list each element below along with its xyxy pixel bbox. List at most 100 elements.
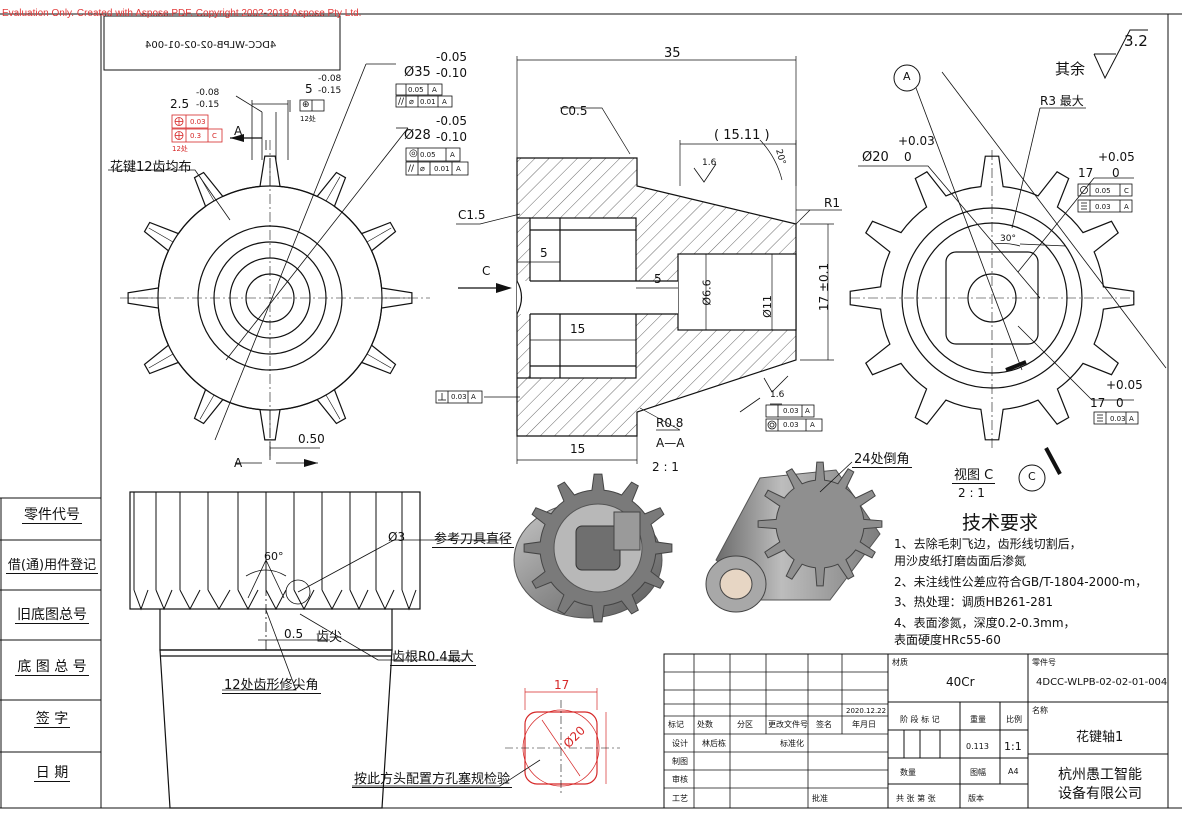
draw-label: 制图	[672, 757, 688, 766]
hdr-sign: 签名	[816, 720, 832, 729]
tooth-tip	[133, 589, 149, 611]
frame-0-05-b: 0.05	[420, 151, 436, 159]
design-label: 设计	[672, 739, 688, 748]
check-label: 审核	[672, 775, 688, 784]
tol-17-bot-upper: +0.05	[1106, 378, 1143, 392]
view-c-gear	[849, 155, 1135, 441]
model-front-key	[613, 511, 641, 551]
designer-name: 林后栋	[702, 739, 726, 748]
red-12-places: 12处	[172, 145, 188, 153]
dim-15-a: 15	[570, 322, 586, 336]
section-arrow-a-bottom	[304, 459, 318, 467]
frame-label: 图幅	[970, 768, 986, 777]
frame-sec-a-b: A	[810, 421, 815, 429]
hdr-mark: 标记	[668, 720, 684, 729]
roughness-1-6-a: 1.6	[702, 158, 717, 168]
scale-label: 比例	[1006, 715, 1022, 724]
frame-a-a: A	[432, 86, 437, 94]
side-label-base-total: 底 图 总 号	[15, 659, 89, 676]
frame-0-01-b: 0.01	[434, 165, 450, 173]
tooth-tip	[401, 589, 417, 611]
section-aa-title: A—A	[656, 436, 685, 450]
model-back-bore	[719, 568, 753, 600]
date-value: 2020.12.22	[846, 707, 887, 715]
frame-a-d: A	[456, 165, 461, 173]
version-label: 版本	[968, 794, 984, 803]
stage-label: 阶 段 标 记	[900, 715, 940, 724]
chamfer-c0-5: C0.5	[560, 104, 588, 118]
mirrored-title-box	[103, 15, 341, 71]
tech-line-3: 2、未注线性公差应符合GB/T-1804-2000-m，	[894, 575, 1148, 589]
dia-35-nominal: Ø35	[404, 65, 431, 80]
frames-left-red	[171, 114, 223, 143]
ref-tool-diameter: 参考刀具直径	[432, 528, 515, 548]
roughness-marks-section	[693, 163, 789, 413]
frame-0-01-a: 0.01	[420, 98, 436, 106]
side-label-borrowed: 借(通)用件登记	[5, 558, 99, 574]
weight-label: 重量	[970, 715, 986, 724]
datum-a-circle	[893, 64, 921, 92]
dia-6-6: Ø6.6	[700, 279, 714, 306]
dim-5-b: 5	[654, 272, 662, 286]
dim-0-5: 0.5	[284, 627, 304, 641]
tooth-line	[199, 394, 215, 420]
tol-5-upper: -0.08	[318, 74, 342, 84]
dia-28-lower: -0.10	[436, 130, 468, 144]
tech-line-6: 表面硬度HRc55-60	[894, 633, 1001, 647]
concentric-symbol: ◎	[409, 148, 418, 159]
gear-model-front	[513, 473, 673, 623]
tol-17-bot-nominal: 17	[1090, 396, 1106, 410]
scale-value: 1:1	[1004, 740, 1022, 753]
name-label: 名称	[1032, 706, 1048, 715]
tooth-line	[366, 227, 392, 243]
side-label-signature: 签 字	[33, 711, 71, 728]
tooth-line	[325, 394, 341, 420]
view-c-arrow-label: C	[482, 264, 491, 278]
view-c-title: 视图 C	[952, 464, 996, 484]
tooth-line	[325, 176, 341, 202]
frame-0-05-a: 0.05	[408, 86, 424, 94]
frame-vc-005: 0.05	[1095, 187, 1111, 195]
frame-a-c: A	[450, 151, 455, 159]
mirrored-part-number: 4DCC-WLPB-02-02-01-004	[145, 40, 277, 51]
dim-15-b: 15	[570, 442, 586, 456]
approve-label: 批准	[812, 794, 828, 803]
frame-sec-a-a: A	[805, 407, 810, 415]
position-symbol: ⊕	[302, 100, 310, 110]
dim-17-pm: 17 ±0.1	[817, 262, 832, 312]
tech-requirements-heading: 技术要求	[962, 512, 1039, 534]
hdr-zone: 分区	[737, 720, 753, 729]
frame-vc-a-b: A	[1129, 415, 1134, 423]
parallel-symbol: //	[398, 97, 405, 107]
gear-outline-c	[849, 155, 1135, 441]
tol-17-top-nominal: 17	[1078, 166, 1094, 180]
model-back-gear	[757, 461, 883, 587]
company-line-2: 设备有限公司	[1058, 786, 1142, 802]
side-label-part-code: 零件代号	[22, 507, 82, 524]
dia-35-upper: -0.05	[436, 50, 468, 64]
frame-sec-003-b: 0.03	[783, 421, 799, 429]
dim-15-11: ( 15.11 )	[714, 128, 770, 143]
dim-5-a: 5	[540, 246, 548, 260]
tooth-line	[148, 227, 174, 243]
bottom-side-view	[129, 491, 421, 809]
dim-35: 35	[664, 46, 681, 61]
tooth-tip	[375, 589, 395, 611]
section-aa	[516, 157, 797, 437]
inset-dim-17: 17	[554, 678, 570, 692]
small-12-places: 12处	[300, 115, 316, 123]
left-gear-centerlines	[120, 140, 430, 458]
chamfer-c1-5: C1.5	[458, 208, 486, 222]
dia-symbol-a: ⌀	[409, 97, 414, 106]
section-dims	[456, 56, 842, 464]
roughness-symbol	[1093, 29, 1148, 80]
material-label: 材质	[892, 658, 908, 667]
dia-20-nominal: Ø20	[862, 150, 889, 165]
parallel-symbol-b: //	[408, 164, 415, 174]
dia-35-lower: -0.10	[436, 66, 468, 80]
tol-17-top-upper: +0.05	[1098, 150, 1135, 164]
frame-a-b: A	[442, 98, 447, 106]
datum-c-circle	[1018, 464, 1046, 492]
section-aa-scale: 2 : 1	[652, 460, 679, 474]
